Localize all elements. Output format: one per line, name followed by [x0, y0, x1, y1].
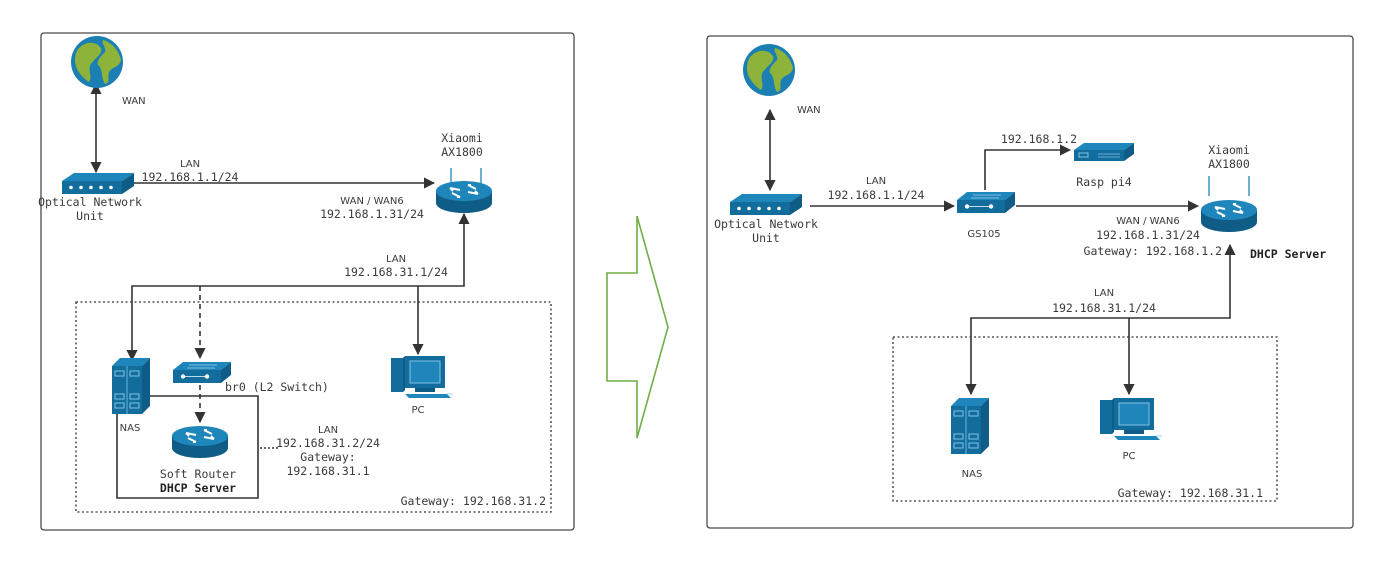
before-frame	[40, 32, 575, 531]
after-router-lan-label: LAN	[1094, 288, 1114, 299]
after-rasp-ip: 192.168.1.2	[1001, 132, 1077, 146]
after-globe-icon	[743, 44, 795, 96]
before-switch-icon	[172, 361, 232, 384]
before-router-label-2: AX1800	[441, 145, 483, 159]
after-router-wan-label: WAN / WAN6	[1116, 216, 1179, 227]
before-router-lan-label: LAN	[386, 254, 406, 265]
before-softrouter-group	[116, 395, 259, 499]
before-nas-label: NAS	[120, 423, 141, 434]
after-nas-icon	[950, 397, 990, 455]
after-onu-label-1: Optical Network	[714, 217, 818, 231]
before-onu-lan-ip: 192.168.1.1/24	[142, 170, 239, 184]
before-pc-label: PC	[411, 405, 424, 416]
after-rasp-icon	[1073, 142, 1135, 162]
after-onu-lan-label: LAN	[866, 176, 886, 187]
after-pc-icon	[1099, 397, 1163, 441]
before-lan-zone	[75, 301, 552, 513]
before-router-icon	[435, 180, 493, 214]
before-onu-label-2: Unit	[76, 209, 104, 223]
after-router-lan-ip: 192.168.31.1/24	[1052, 301, 1156, 315]
before-softrouter-icon	[171, 425, 229, 459]
before-zone-gateway: Gateway: 192.168.31.2	[401, 494, 546, 508]
after-router-wan-ip: 192.168.1.31/24	[1096, 228, 1200, 242]
before-globe-icon	[71, 36, 123, 88]
after-router-nas-link	[965, 243, 1236, 396]
before-router-wan-ip: 192.168.1.31/24	[320, 207, 424, 221]
after-panel: WAN Optical Network Unit LAN 192.168.1.1…	[706, 35, 1354, 529]
after-pc-label: PC	[1122, 451, 1135, 462]
before-softrouter-gateway-label: Gateway:	[300, 450, 355, 464]
after-rasp-label: Rasp pi4	[1076, 175, 1131, 189]
before-softrouter-ip: 192.168.31.2/24	[276, 436, 380, 450]
before-router-nas-link	[126, 212, 470, 362]
before-softrouter-gateway: 192.168.31.1	[286, 464, 369, 478]
before-softrouter-role: DHCP Server	[160, 481, 236, 495]
after-wan-label: WAN	[797, 105, 821, 116]
before-softrouter-label: Soft Router	[160, 467, 236, 481]
before-panel: WAN Optical Network Unit LAN 192.168.1.1…	[38, 32, 575, 531]
after-onu-icon	[730, 194, 802, 215]
before-wan-label: WAN	[122, 96, 146, 107]
before-pc-icon	[390, 355, 454, 399]
after-switch-icon	[956, 191, 1016, 214]
before-router-antennas	[450, 168, 482, 184]
before-switch-label: br0 (L2 Switch)	[225, 380, 329, 394]
after-router-icon	[1200, 199, 1258, 233]
before-onu-lan-label: LAN	[180, 159, 200, 170]
after-switch-rasp-link	[984, 144, 1072, 190]
after-onu-label-2: Unit	[752, 231, 780, 245]
after-lan-zone	[892, 336, 1278, 502]
before-nas-icon	[111, 357, 151, 415]
after-router-antennas	[1208, 176, 1250, 196]
before-softrouter-lan-label: LAN	[318, 425, 338, 436]
after-nas-label: NAS	[962, 469, 983, 480]
before-router-wan-label: WAN / WAN6	[340, 196, 403, 207]
after-router-label-2: AX1800	[1208, 157, 1250, 171]
after-router-label-1: Xiaomi	[1208, 143, 1250, 157]
before-router-label-1: Xiaomi	[441, 131, 483, 145]
before-onu-icon	[62, 173, 134, 194]
after-router-wan-gateway: Gateway: 192.168.1.2	[1084, 244, 1222, 258]
after-router-role: DHCP Server	[1250, 247, 1326, 261]
after-zone-gateway: Gateway: 192.168.31.1	[1118, 486, 1263, 500]
before-onu-label-1: Optical Network	[38, 195, 142, 209]
after-switch-label: GS105	[967, 229, 1000, 240]
before-router-lan-ip: 192.168.31.1/24	[344, 265, 448, 279]
transition-arrow-icon	[606, 215, 669, 439]
after-frame	[706, 35, 1354, 529]
after-onu-lan-ip: 192.168.1.1/24	[828, 188, 925, 202]
